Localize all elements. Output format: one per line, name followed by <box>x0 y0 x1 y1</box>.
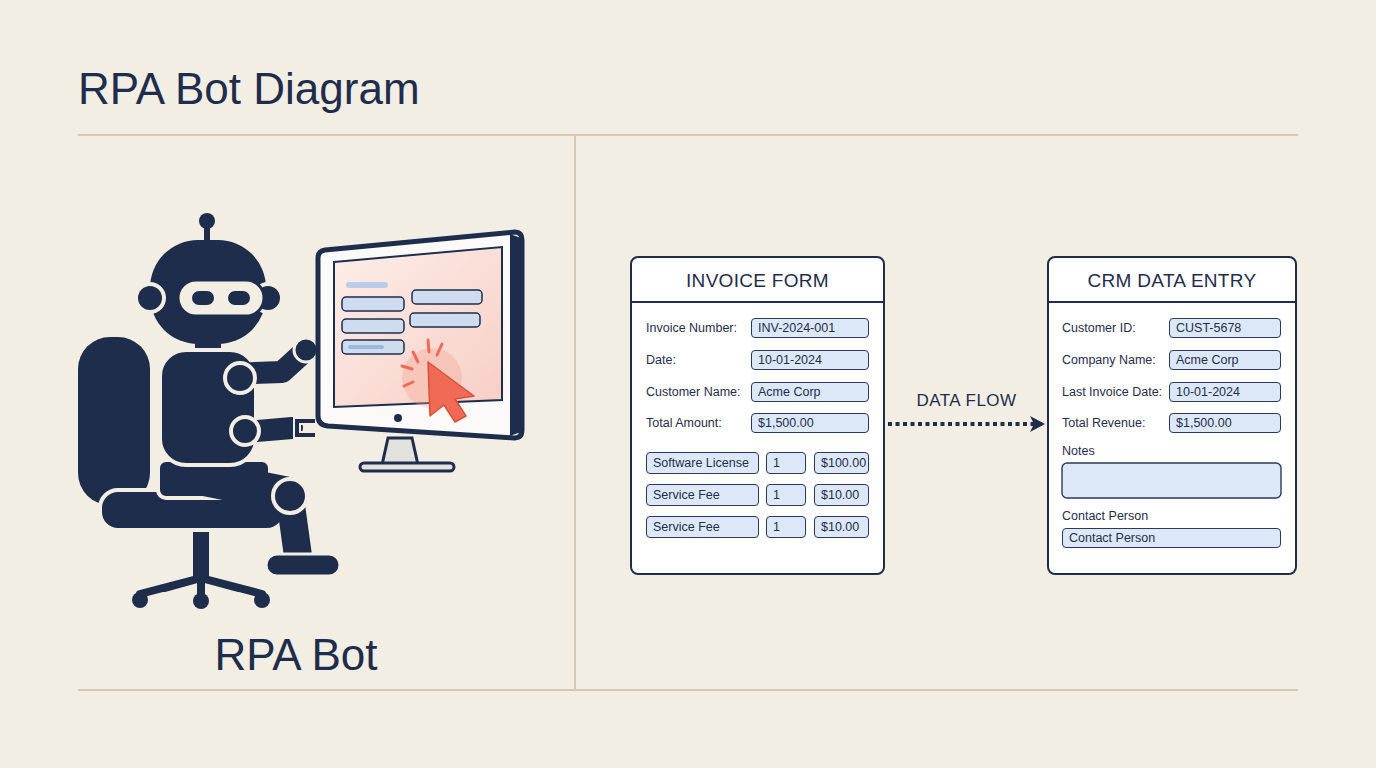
robot-visor <box>178 280 264 316</box>
input-field: 1 <box>766 516 806 538</box>
chair-wheel <box>132 592 148 608</box>
form-panel: CRM DATA ENTRY Customer ID: Company Name: L… <box>1047 256 1297 575</box>
robot-antenna-tip <box>199 213 215 229</box>
field-value: 1 <box>767 485 805 505</box>
illustration-caption: RPA Bot <box>214 629 377 682</box>
data-flow-arrow <box>888 422 1045 426</box>
chair-wheel <box>193 593 209 609</box>
input-field: $10.00 <box>814 516 869 538</box>
input-field: CUST-5678 <box>1169 318 1281 338</box>
chair-wheel <box>254 592 270 608</box>
input-field: 1 <box>766 452 806 474</box>
input-field: $1,500.00 <box>1169 413 1281 433</box>
power-dot <box>394 414 402 422</box>
monitor-foot <box>360 463 454 471</box>
monitor-body <box>318 232 522 438</box>
robot-hand <box>294 338 318 362</box>
input-field: Service Fee <box>646 516 759 538</box>
input-field: Contact Person <box>1062 528 1281 548</box>
monitor-bezel <box>510 234 521 436</box>
field-value: $1,500.00 <box>752 414 868 432</box>
screen-bar <box>346 282 388 288</box>
field-value: $100.00 <box>815 453 868 473</box>
screen-field <box>342 297 404 311</box>
field-label: Total Revenue: <box>1062 415 1145 431</box>
field-value: $1,500.00 <box>1170 414 1280 432</box>
field-label: Last Invoice Date: <box>1062 384 1162 400</box>
robot-knee <box>273 479 307 513</box>
screen-field <box>412 290 482 304</box>
field-label: Contact Person <box>1062 508 1148 524</box>
input-field: $1,500.00 <box>751 413 869 433</box>
field-label: Customer ID: <box>1062 320 1136 336</box>
input-field: 1 <box>766 484 806 506</box>
divider-line <box>574 135 576 690</box>
field-label: Invoice Number: <box>646 320 737 336</box>
field-value: CUST-5678 <box>1170 319 1280 337</box>
field-value: 10-01-2024 <box>752 351 868 369</box>
monitor-screen <box>334 247 502 407</box>
field-value: INV-2024-001 <box>752 319 868 337</box>
input-field: $10.00 <box>814 484 869 506</box>
field-value: $10.00 <box>815 485 868 505</box>
edge-label: DATA FLOW <box>916 391 1016 411</box>
field-label: Customer Name: <box>646 384 740 400</box>
screen-field <box>342 319 404 333</box>
robot-shoulder <box>225 363 255 393</box>
input-field: Service Fee <box>646 484 759 506</box>
rule-line <box>78 134 1298 136</box>
field-value: Service Fee <box>647 485 758 505</box>
input-field: Software License <box>646 452 759 474</box>
robot-eye <box>228 291 250 305</box>
field-value: Contact Person <box>1063 529 1280 547</box>
field-value: Acme Corp <box>752 383 868 401</box>
diagram-title: RPA Bot Diagram <box>78 62 420 116</box>
input-field: Acme Corp <box>751 382 869 402</box>
field-value: Acme Corp <box>1170 351 1280 369</box>
field-value: Service Fee <box>647 517 758 537</box>
mouse-cursor <box>428 362 474 422</box>
form-panel: INVOICE FORM Invoice Number: Date: Customer… <box>630 256 885 575</box>
form-heading: INVOICE FORM <box>632 258 883 303</box>
input-field: 10-01-2024 <box>751 350 869 370</box>
field-value: 1 <box>767 517 805 537</box>
robot-foot <box>266 554 340 576</box>
rule-line <box>78 689 1298 691</box>
screen-field <box>410 313 480 327</box>
screen-bar <box>348 345 384 349</box>
robot-ear <box>136 284 164 312</box>
field-label: Company Name: <box>1062 352 1156 368</box>
input-field: INV-2024-001 <box>751 318 869 338</box>
field-label: Date: <box>646 352 676 368</box>
field-label: Notes <box>1062 443 1095 459</box>
field-label: Total Amount: <box>646 415 722 431</box>
robot-eye <box>192 291 214 305</box>
field-value: $10.00 <box>815 517 868 537</box>
notes-field <box>1062 463 1281 498</box>
form-heading: CRM DATA ENTRY <box>1049 258 1295 303</box>
monitor-neck <box>382 438 418 465</box>
field-value: 10-01-2024 <box>1170 383 1280 401</box>
field-value: Software License <box>647 453 758 473</box>
input-field: $100.00 <box>814 452 869 474</box>
robot-head <box>150 240 266 344</box>
robot-elbow <box>231 417 259 445</box>
field-value: 1 <box>767 453 805 473</box>
chair-stem <box>193 526 209 576</box>
input-field: Acme Corp <box>1169 350 1281 370</box>
robot-gripper <box>294 418 316 438</box>
screen-field <box>342 340 404 354</box>
input-field: 10-01-2024 <box>1169 382 1281 402</box>
chair-back <box>78 337 150 505</box>
